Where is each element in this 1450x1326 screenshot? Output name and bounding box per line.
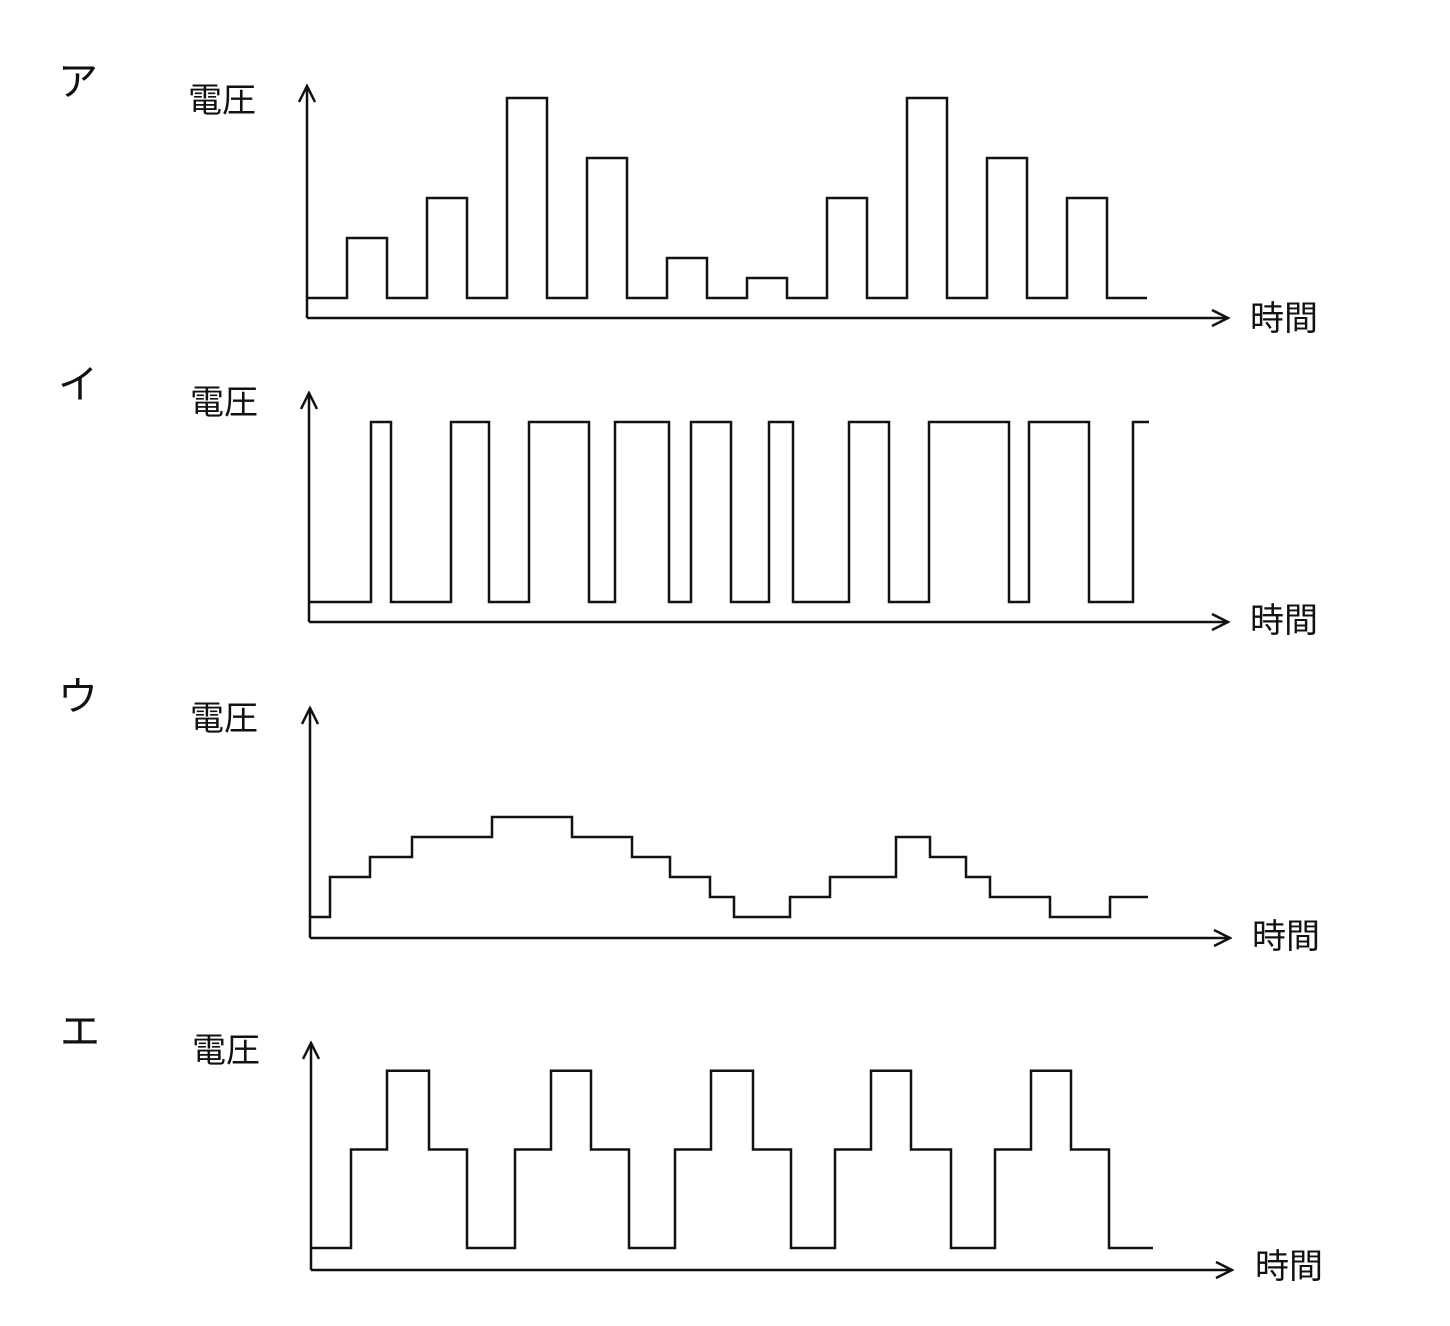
panel-label: ア: [58, 59, 98, 105]
voltage-step-series: [309, 420, 1149, 604]
y-axis-label: 電圧: [192, 1031, 260, 1071]
voltage-step-series: [310, 815, 1148, 919]
voltage-step-series: [311, 1069, 1153, 1250]
panel-label: エ: [60, 1009, 100, 1055]
y-axis-label: 電圧: [188, 81, 256, 121]
voltage-step-series: [307, 96, 1147, 300]
panel-label: イ: [58, 362, 98, 408]
x-axis-label: 時間: [1250, 601, 1318, 641]
x-axis-label: 時間: [1255, 1247, 1323, 1287]
y-axis-label: 電圧: [190, 699, 258, 739]
waveform-panel: ウ電圧時間: [58, 674, 1320, 957]
panel-label: ウ: [58, 674, 98, 720]
x-axis-label: 時間: [1252, 917, 1320, 957]
x-axis-label: 時間: [1250, 299, 1318, 339]
y-axis-label: 電圧: [190, 383, 258, 423]
